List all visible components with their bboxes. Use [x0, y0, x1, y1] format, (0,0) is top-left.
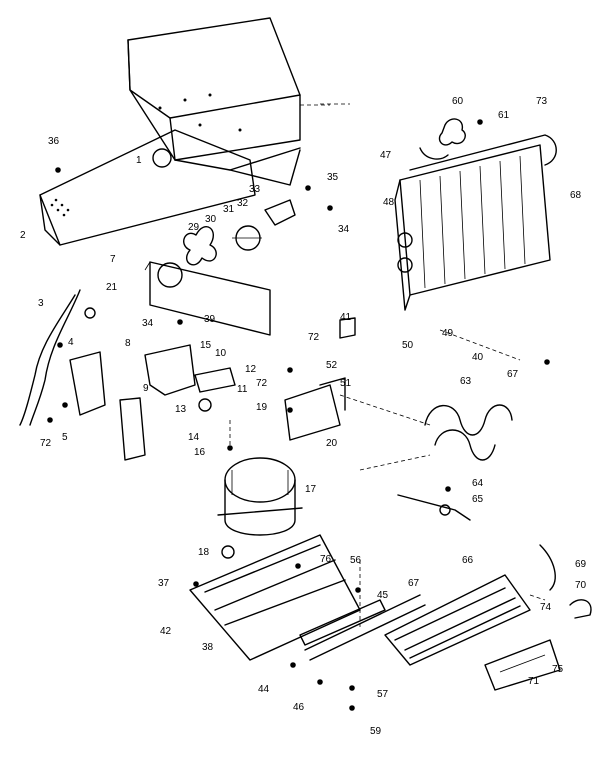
label-73: 73	[536, 96, 548, 107]
label-52: 52	[326, 360, 338, 371]
label-74: 74	[540, 602, 552, 613]
power-cord-part	[19, 289, 96, 426]
label-70: 70	[575, 580, 587, 591]
label-42: 42	[160, 626, 172, 637]
label-47: 47	[380, 150, 392, 161]
screw-hardware-part	[47, 119, 550, 711]
label-63: 63	[460, 376, 472, 387]
label-2: 2	[20, 230, 26, 241]
label-51: 51	[340, 378, 352, 389]
drip-pan-part	[384, 574, 531, 666]
label-16: 16	[194, 447, 206, 458]
label-34-top: 34	[338, 224, 350, 235]
label-64: 64	[472, 478, 484, 489]
part-number-labels: 1 2 3 4 5 7 8 9 10 11 12 13 14 15 16 17 …	[20, 96, 587, 737]
label-21: 21	[106, 282, 118, 293]
label-48: 48	[383, 197, 395, 208]
label-69: 69	[575, 559, 587, 570]
label-35: 35	[327, 172, 339, 183]
label-14: 14	[188, 432, 200, 443]
label-71: 71	[528, 676, 540, 687]
label-76: 76	[320, 554, 332, 565]
label-20: 20	[326, 438, 338, 449]
label-29: 29	[188, 222, 200, 233]
label-60: 60	[452, 96, 464, 107]
fan-blade-part	[419, 118, 466, 160]
label-72-mid: 72	[256, 378, 268, 389]
label-12: 12	[245, 364, 257, 375]
label-56: 56	[350, 555, 362, 566]
tube-clip-part	[484, 599, 592, 691]
label-3: 3	[38, 298, 44, 309]
label-18: 18	[198, 547, 210, 558]
mounting-bracket-part	[284, 317, 356, 441]
label-7: 7	[110, 254, 116, 265]
left-panel-part	[39, 129, 256, 246]
compressor-part	[217, 457, 303, 559]
drain-tube-part	[304, 594, 426, 661]
label-17: 17	[305, 484, 317, 495]
label-4: 4	[68, 337, 74, 348]
fan-shroud-bracket-part	[144, 261, 271, 336]
label-8: 8	[125, 338, 131, 349]
overload-protector-part	[144, 344, 236, 412]
condenser-coil-part	[424, 404, 513, 461]
label-5: 5	[62, 432, 68, 443]
label-72-top: 72	[308, 332, 320, 343]
label-41: 41	[340, 312, 352, 323]
label-38: 38	[202, 642, 214, 653]
label-10: 10	[215, 348, 227, 359]
label-13: 13	[175, 404, 187, 415]
label-15: 15	[200, 340, 212, 351]
label-68: 68	[570, 190, 582, 201]
label-65: 65	[472, 494, 484, 505]
label-44: 44	[258, 684, 270, 695]
label-19: 19	[256, 402, 268, 413]
label-36: 36	[48, 136, 60, 147]
fan-assembly-part	[183, 199, 296, 266]
label-61: 61	[498, 110, 510, 121]
label-66: 66	[462, 555, 474, 566]
label-59: 59	[370, 726, 382, 737]
label-33: 33	[249, 184, 261, 195]
label-30: 30	[205, 214, 217, 225]
label-1: 1	[136, 155, 142, 166]
label-45: 45	[377, 590, 389, 601]
label-67-lower: 67	[408, 578, 420, 589]
base-frame-part	[189, 534, 386, 661]
label-40: 40	[472, 352, 484, 363]
alignment-guides	[229, 103, 546, 630]
label-72-left: 72	[40, 438, 52, 449]
label-49: 49	[442, 328, 454, 339]
label-9: 9	[143, 383, 149, 394]
label-11: 11	[237, 384, 248, 395]
label-37: 37	[158, 578, 170, 589]
label-46: 46	[293, 702, 305, 713]
top-housing-part	[127, 17, 330, 186]
label-31: 31	[223, 204, 235, 215]
label-67-right: 67	[507, 369, 519, 380]
capillary-tube-part	[397, 494, 556, 591]
label-34-left: 34	[142, 318, 154, 329]
label-75: 75	[552, 664, 564, 675]
label-57: 57	[377, 689, 389, 700]
label-32: 32	[237, 198, 249, 209]
evaporator-coil-part	[394, 134, 557, 311]
label-39: 39	[204, 314, 216, 325]
relay-cover-part	[69, 351, 146, 461]
label-50: 50	[402, 340, 414, 351]
